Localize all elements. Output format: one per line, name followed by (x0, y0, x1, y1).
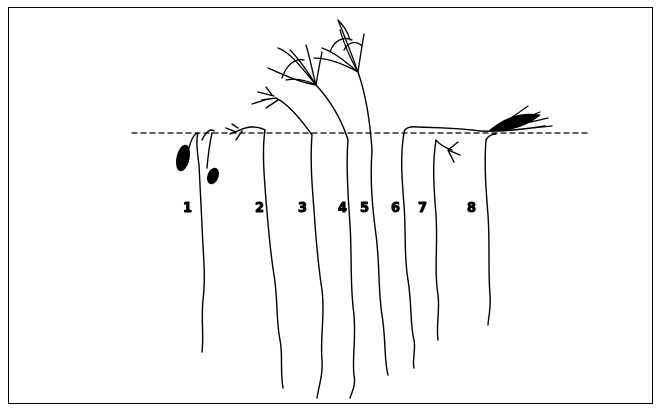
seedling-label-1: 1 (183, 201, 192, 216)
seedling-2 (226, 124, 283, 388)
seedling-3 (252, 87, 323, 398)
seedling-6 (402, 126, 545, 368)
seedling-label-5: 5 (360, 201, 369, 216)
seedling-8 (485, 134, 496, 325)
seedling-label-7: 7 (418, 201, 427, 216)
seedling-6-leaves (490, 106, 552, 130)
seedling-4-leaves (268, 45, 322, 85)
seedling-5 (358, 72, 388, 375)
seedling-label-3: 3 (298, 201, 307, 216)
seedling-label-2: 2 (255, 201, 264, 216)
seedling-5-leaves (314, 20, 364, 72)
seedling-label-6: 6 (391, 201, 400, 216)
seedling-label-8: 8 (467, 201, 476, 216)
seedling-1 (189, 130, 214, 352)
seedling-7 (434, 140, 460, 340)
seedling-label-4: 4 (338, 201, 347, 216)
